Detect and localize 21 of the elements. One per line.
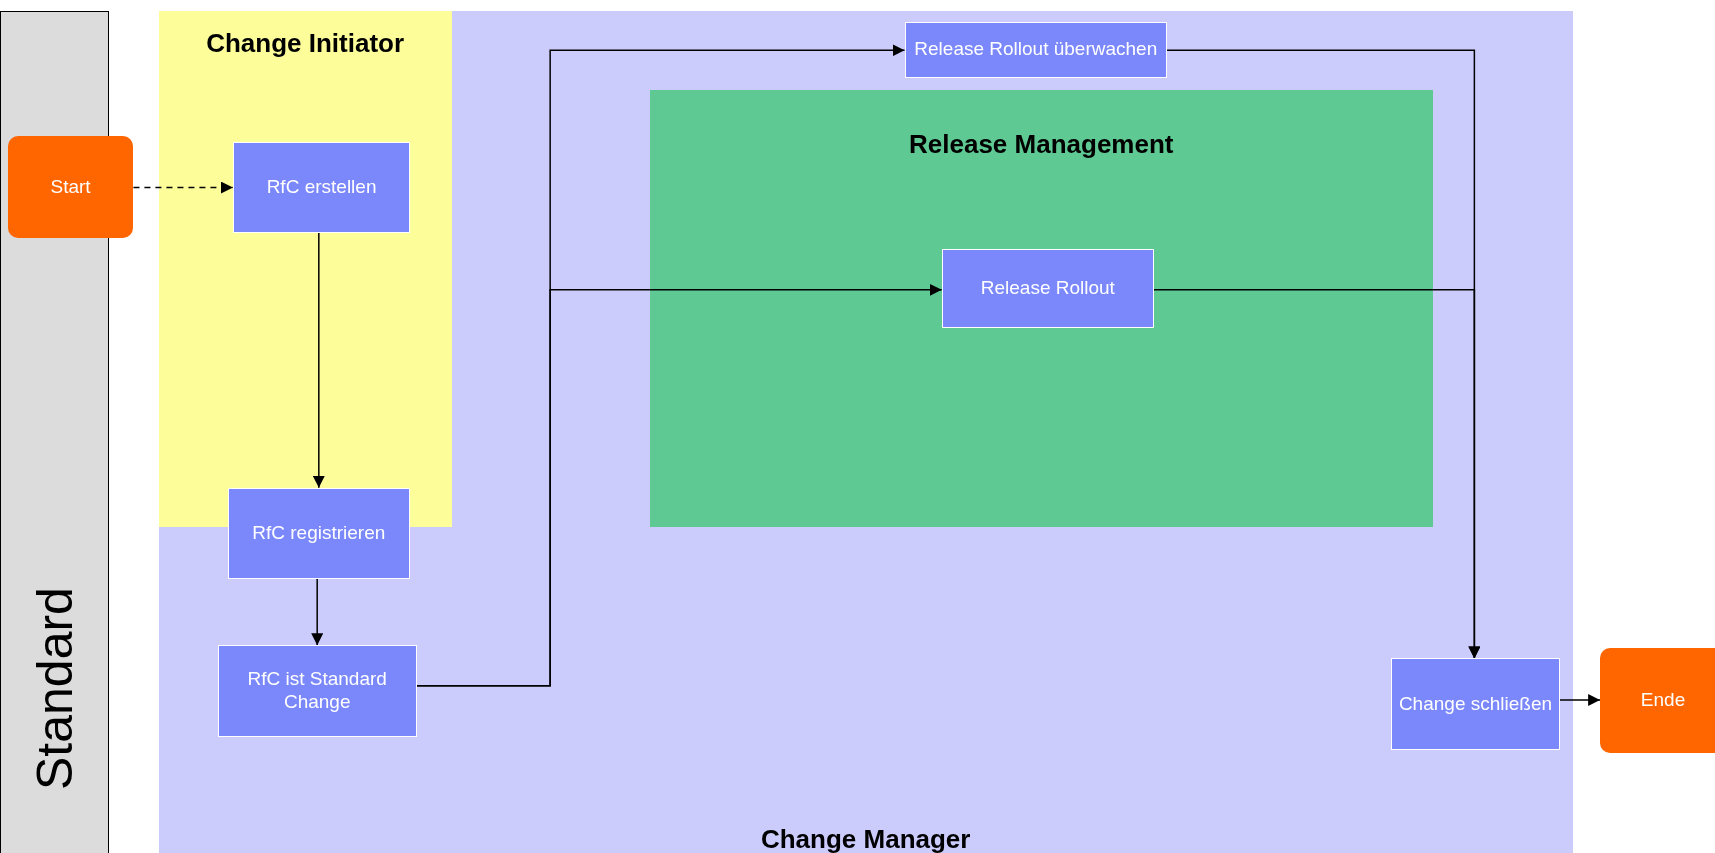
lane-heading: Change Manager bbox=[760, 823, 971, 853]
process-box: RfC ist Standard Change bbox=[217, 645, 417, 738]
process-box: Release Rollout bbox=[941, 249, 1154, 329]
lane-area bbox=[158, 10, 1573, 853]
start-terminal: Start bbox=[7, 135, 134, 239]
lane-heading: Change Initiator bbox=[206, 28, 405, 60]
lane-area bbox=[158, 10, 452, 528]
process-box: Release Rollout überwachen bbox=[904, 21, 1168, 78]
arrow bbox=[1558, 694, 1601, 706]
arrow bbox=[1153, 289, 1481, 660]
lane-area bbox=[649, 89, 1433, 528]
arrow bbox=[312, 232, 325, 489]
arrow bbox=[132, 181, 234, 194]
process-box: RfC registrieren bbox=[227, 487, 411, 579]
process-box: RfC erstellen bbox=[232, 142, 411, 233]
arrow bbox=[311, 577, 324, 647]
end-terminal: Ende bbox=[1600, 647, 1715, 753]
lane-heading: Release Management bbox=[909, 129, 1174, 161]
lane-label: Standard bbox=[25, 586, 84, 790]
process-box: Change schließen bbox=[1391, 658, 1560, 751]
arrow bbox=[415, 283, 943, 687]
